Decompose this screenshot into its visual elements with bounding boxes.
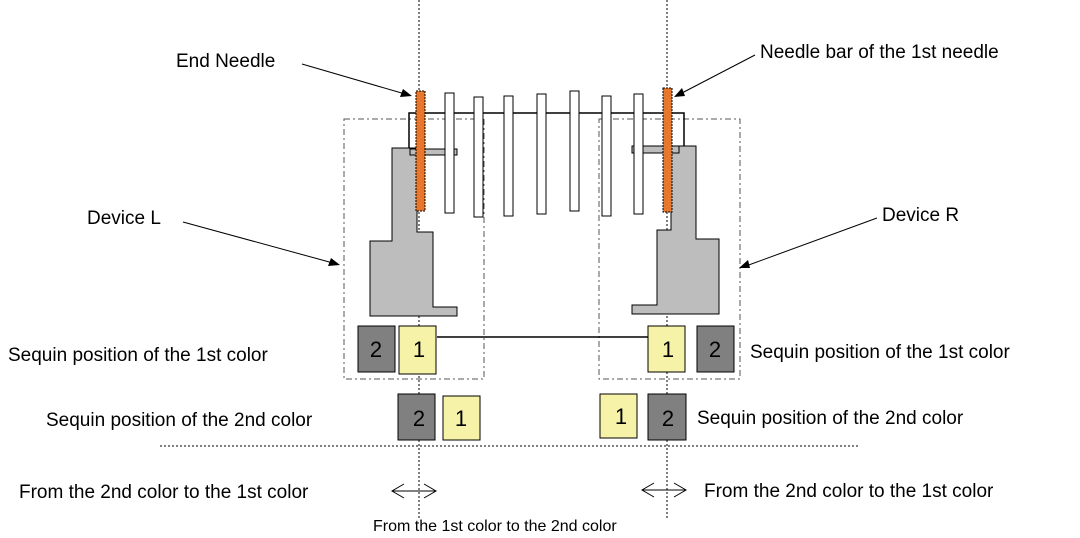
device-l-leader bbox=[182, 221, 340, 266]
needle-bar bbox=[473, 96, 484, 218]
sequin-right-dark bbox=[647, 393, 687, 441]
from-1st-to-2nd-label: From the 1st color to the 2nd color bbox=[373, 518, 617, 535]
needle-bar bbox=[633, 93, 644, 215]
sequin-number: 2 bbox=[413, 406, 425, 431]
end-needle-bar bbox=[415, 90, 426, 212]
first-needle-bar bbox=[662, 87, 673, 213]
sequin-second-right-label: Sequin position of the 2nd color bbox=[697, 408, 964, 429]
sequin-right-dark bbox=[696, 325, 735, 373]
needle-bar bbox=[444, 92, 455, 214]
sequin-left-yellow bbox=[398, 325, 437, 375]
sequin-number: 1 bbox=[455, 406, 467, 431]
end-needle-leader bbox=[301, 63, 412, 97]
sequin-left-dark bbox=[357, 325, 396, 373]
needle-bar bbox=[503, 95, 514, 217]
from-2nd-to-1st-right-label: From the 2nd color to the 1st color bbox=[704, 481, 994, 502]
from-2nd-to-1st-left-label: From the 2nd color to the 1st color bbox=[19, 482, 309, 503]
sequin-number: 2 bbox=[709, 337, 721, 362]
device-l-arm bbox=[409, 148, 458, 156]
device-r-label: Device R bbox=[882, 205, 959, 226]
device-l-frame bbox=[343, 118, 485, 380]
sequin-right-yellow bbox=[599, 393, 638, 439]
device-r-leader bbox=[739, 217, 878, 268]
sequin-left-dark bbox=[397, 393, 436, 441]
device-l-label: Device L bbox=[87, 208, 161, 229]
needle-bar bbox=[569, 90, 580, 212]
device-r-arm bbox=[631, 145, 680, 154]
sequin-first-right-label: Sequin position of the 1st color bbox=[750, 342, 1011, 363]
sequin-number: 2 bbox=[370, 337, 382, 362]
sequin-number: 1 bbox=[662, 337, 674, 362]
sequin-right-yellow bbox=[647, 325, 686, 373]
end-needle-label: End Needle bbox=[176, 51, 275, 72]
first-needle-leader bbox=[674, 54, 756, 97]
first-needle-bar-label: Needle bar of the 1st needle bbox=[760, 42, 999, 63]
sequin-number: 1 bbox=[413, 337, 425, 362]
needle-bar bbox=[601, 95, 612, 217]
sequin-number: 1 bbox=[615, 404, 627, 429]
device-r-body bbox=[631, 145, 720, 315]
sequin-first-left-label: Sequin position of the 1st color bbox=[8, 345, 269, 366]
sequin-second-left-label: Sequin position of the 2nd color bbox=[46, 410, 313, 431]
sequin-number: 2 bbox=[662, 406, 674, 431]
device-l-body bbox=[369, 147, 458, 317]
right-double-arrow bbox=[641, 482, 687, 498]
needle-bar bbox=[536, 93, 547, 215]
left-double-arrow bbox=[391, 483, 437, 499]
sequin-left-yellow bbox=[442, 395, 481, 441]
